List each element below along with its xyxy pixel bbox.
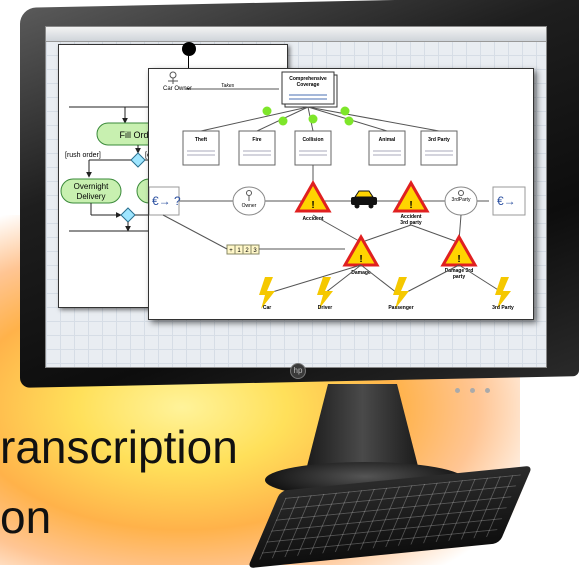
overnight-label-2: Delivery <box>77 192 106 201</box>
damage-3rd-label-1: Damage 3rd <box>445 268 474 274</box>
svg-text:3: 3 <box>253 248 257 254</box>
damage-warning-icon: ! <box>342 233 380 267</box>
junction-5 <box>344 116 354 126</box>
comprehensive-label-2: Coverage <box>297 82 320 88</box>
car-owner-label: Car Owner <box>163 86 192 92</box>
victim-3rd-party-label: 3rd Party <box>492 305 514 311</box>
lightning-icon-car <box>259 277 275 309</box>
damage-3rd-label-2: party <box>453 274 465 280</box>
euro-right-label: €→ <box>497 194 516 208</box>
takes-label: Takes <box>221 83 235 89</box>
junction-2 <box>278 116 288 126</box>
accident-3rd-party-warning-icon: ! <box>392 179 430 213</box>
lightning-icon-3rd-party <box>495 277 511 309</box>
euro-left-label: €→ ? <box>152 194 181 208</box>
svg-text:!: ! <box>457 254 460 265</box>
merge-node <box>120 207 136 223</box>
svg-text:+: + <box>229 248 233 254</box>
svg-text:2: 2 <box>245 248 249 254</box>
svg-text:!: ! <box>311 200 314 211</box>
slide-title-line1: ranscription <box>0 421 238 473</box>
accident-3rd-label-1: Accident <box>400 214 421 220</box>
coverage-collision: Collision <box>294 130 332 166</box>
junction-3 <box>308 114 318 124</box>
insurance-diagram-window[interactable]: Car Owner Takes Comprehensive Coverage T… <box>148 68 534 320</box>
svg-text:!: ! <box>359 254 362 265</box>
slide-title-line2: on <box>0 491 52 543</box>
fill-order-label: Fill Order <box>119 130 156 140</box>
car-icon <box>351 190 377 209</box>
decision-node <box>130 152 146 168</box>
junction-4 <box>340 106 350 116</box>
euro-left-box <box>148 186 180 216</box>
junction-1 <box>262 106 272 116</box>
svg-text:3rd Party: 3rd Party <box>428 137 450 143</box>
overnight-label-1: Overnight <box>74 182 109 191</box>
coverage-animal: Animal <box>368 130 406 166</box>
lightning-icon-passenger <box>393 277 409 309</box>
svg-text:Theft: Theft <box>195 137 208 143</box>
svg-text:1: 1 <box>237 248 241 254</box>
hp-logo: hp <box>290 363 306 379</box>
rush-order-guard: [rush order] <box>65 152 101 159</box>
svg-text:Animal: Animal <box>379 137 396 143</box>
euro-right-box <box>492 186 526 216</box>
accident-label: Accident <box>302 216 323 222</box>
coverage-3rd-party: 3rd Party <box>420 130 458 166</box>
accident-3rd-label-2: 3rd party <box>400 220 422 226</box>
victim-driver-label: Driver <box>318 305 333 311</box>
lightning-icon-driver <box>317 277 333 309</box>
initial-edge <box>188 56 189 70</box>
initial-node <box>182 42 196 56</box>
counter-box: + 1 2 3 <box>226 244 260 255</box>
accident-warning-icon: ! <box>294 179 332 213</box>
editor-titlebar <box>46 27 546 42</box>
svg-text:Fire: Fire <box>252 137 261 143</box>
damage-label: Damage <box>351 270 371 276</box>
damage-3rd-party-warning-icon: ! <box>440 233 478 267</box>
third-party-label: 3rdParty <box>452 197 471 203</box>
coverage-fire: Fire <box>238 130 276 166</box>
coverage-theft: Theft <box>182 130 220 166</box>
svg-text:!: ! <box>409 200 412 211</box>
svg-text:Collision: Collision <box>302 137 323 143</box>
comprehensive-label-1: Comprehensive <box>289 76 327 82</box>
victim-passenger-label: Passenger <box>388 305 413 311</box>
owner-label: Owner <box>242 203 257 209</box>
monitor-buttons <box>455 380 500 398</box>
victim-car-label: Car <box>263 305 271 311</box>
